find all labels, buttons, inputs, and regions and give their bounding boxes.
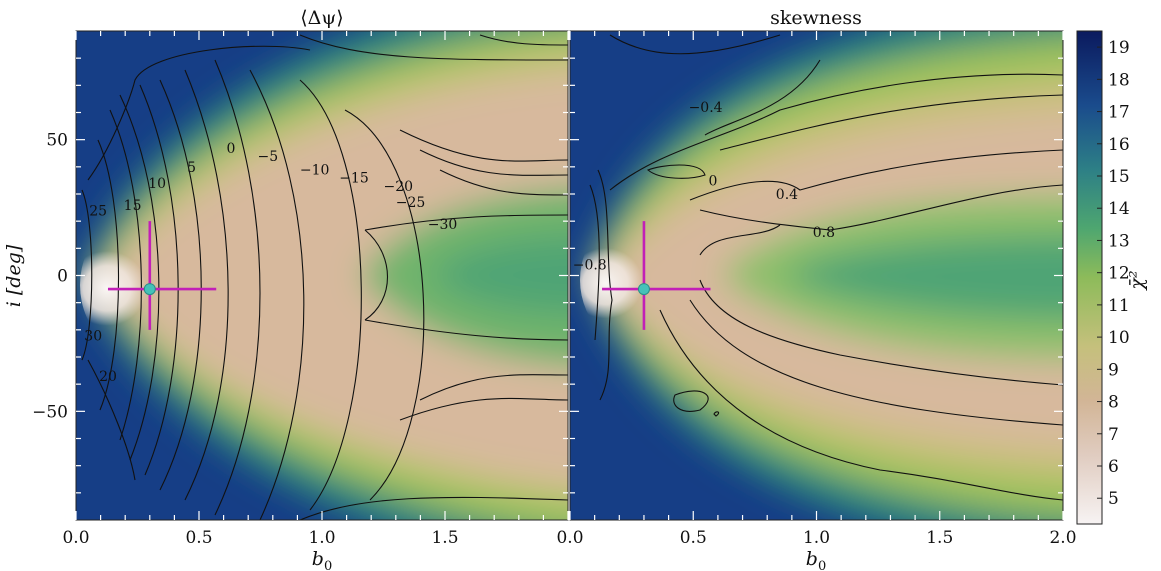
ticks-left (75, 31, 569, 520)
colorbar-tick-label: 12 (1108, 264, 1130, 284)
contour-label: 0 (709, 173, 718, 189)
contour-label: 25 (89, 203, 107, 219)
x-tick-label: 0.0 (62, 528, 89, 548)
marker-point (637, 283, 650, 296)
colorbar-tick-label: 10 (1108, 328, 1130, 348)
contours-delta-psi (81, 34, 568, 520)
colorbar-tick-label: 9 (1108, 360, 1119, 380)
x-tick-label: 1.5 (926, 528, 953, 548)
contour-label: −30 (428, 217, 458, 233)
best-fit-marker-left (107, 221, 217, 330)
x-tick-labels-right: 0.0 0.5 1.0 1.5 2.0 (556, 528, 1076, 548)
contour-label: 10 (148, 176, 166, 192)
contour-label: 0 (227, 141, 236, 157)
x-tick-label: 1.5 (431, 528, 458, 548)
contour-labels-left: 25 15 10 5 0 −5 −10 −15 −20−25−30 30 20 (84, 141, 457, 385)
colorbar-tick-label: 14 (1108, 199, 1130, 219)
colorbar-tick-label: 8 (1108, 393, 1119, 413)
x-tick-label: 0.5 (680, 528, 707, 548)
colorbar-tick-label: 16 (1108, 135, 1130, 155)
marker-point (143, 283, 156, 296)
contour-label: −5 (258, 149, 279, 165)
colorbar-tick-label: 11 (1108, 296, 1130, 316)
x-tick-label: 1.0 (803, 528, 830, 548)
colorbar: 5 6 7 8 9 10 11 12 13 14 15 16 17 18 19 χ̄² (1076, 30, 1148, 525)
ticks-right (569, 31, 1064, 520)
colorbar-tick-label: 6 (1108, 457, 1119, 477)
x-tick-label: 2.0 (1049, 528, 1076, 548)
colorbar-tick-label: 7 (1108, 425, 1119, 445)
x-tick-label: 1.0 (308, 528, 335, 548)
y-tick-labels-left: −50 0 50 (32, 131, 68, 423)
colorbar-gradient (1076, 30, 1103, 525)
heatmap-delta-psi (76, 31, 568, 520)
colorbar-tick-label: 13 (1108, 231, 1130, 251)
contour-labels-right: −0.4 0 0.4 0.8 −0.8 (573, 100, 835, 274)
x-tick-label: 0.0 (556, 528, 583, 548)
contour-label: 30 (84, 328, 102, 344)
contour-label: 0.8 (813, 225, 835, 241)
x-tick-label: 0.5 (185, 528, 212, 548)
panel-title-right: skewness (770, 7, 862, 29)
contour-label: 15 (124, 198, 142, 214)
y-tick-label: 0 (57, 267, 68, 287)
colorbar-label: χ̄² (1126, 270, 1148, 291)
colorbar-tick-label: 5 (1108, 489, 1119, 509)
colorbar-tick-label: 15 (1108, 167, 1130, 187)
colorbar-ticks: 5 6 7 8 9 10 11 12 13 14 15 16 17 18 19 (1097, 38, 1130, 509)
contour-label: −0.8 (573, 258, 607, 274)
x-axis-label-right: b0 (806, 548, 826, 571)
colorbar-tick-label: 19 (1108, 38, 1130, 58)
y-tick-label: 50 (46, 131, 68, 151)
x-axis-label-left: b0 (312, 548, 332, 571)
panel-skewness: −0.4 0 0.4 0.8 −0.8 skewness 0.0 0.5 1.0 1.5 2.0… (556, 7, 1076, 571)
contour-label: −20 (383, 179, 413, 195)
heatmap-skewness (570, 31, 1063, 520)
contour-label: 5 (187, 160, 196, 176)
colorbar-tick-label: 18 (1108, 70, 1130, 90)
contour-label: 20 (99, 369, 117, 385)
contour-label: −25 (396, 195, 426, 211)
contour-label: −0.4 (689, 100, 723, 116)
x-tick-labels-left: 0.0 0.5 1.0 1.5 (62, 528, 458, 548)
contour-label: 0.4 (776, 187, 798, 203)
best-fit-marker-right (602, 221, 711, 330)
y-axis-label: i [deg] (3, 244, 25, 307)
contour-label: −15 (339, 171, 369, 187)
panel-title-left: ⟨Δψ⟩ (300, 7, 343, 29)
colorbar-tick-label: 17 (1108, 103, 1130, 123)
contour-label: −10 (300, 163, 330, 179)
contours-skewness (589, 34, 1063, 501)
y-tick-label: −50 (32, 402, 68, 422)
